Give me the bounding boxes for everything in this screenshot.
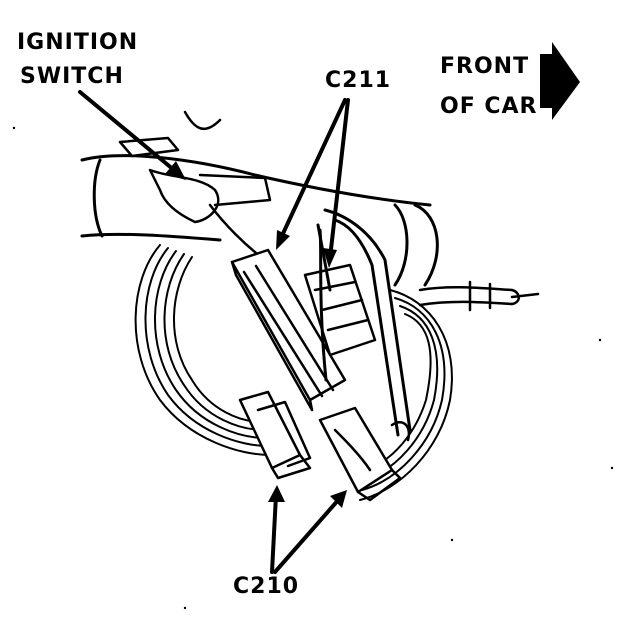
harness-clamp-band [316, 208, 412, 437]
ignition-switch-arrow [78, 90, 182, 177]
ignition-switch-label-line1: IGNITION [17, 30, 139, 55]
front-of-car-arrow-icon [540, 42, 580, 120]
c210-connector-right [318, 406, 411, 502]
c210-label: C210 [233, 574, 300, 599]
c210-arrowhead-left [268, 485, 285, 502]
ignition-switch-label-line2: SWITCH [20, 64, 124, 89]
steering-column-tube [80, 154, 439, 287]
cable-to-front [418, 280, 540, 312]
c211-connector-strip [230, 248, 347, 412]
wire-harness-outer [134, 244, 453, 501]
c210-arrow-left [270, 493, 278, 574]
c211-arrowhead-left [276, 230, 290, 250]
front-of-car-label-line1: FRONT [440, 54, 530, 79]
c211-arrow-right [328, 98, 350, 260]
c211-arrowhead-right [323, 248, 337, 268]
c210-arrow-right [273, 496, 342, 574]
c210-connector-left [238, 390, 312, 480]
c211-arrow-left [278, 98, 347, 242]
ignition-switch-arrowhead [165, 161, 186, 180]
c211-label: C211 [325, 68, 392, 93]
c210-arrowhead-right [330, 490, 347, 508]
c211-connector-block [303, 263, 377, 357]
front-of-car-label-line2: OF CAR [440, 94, 538, 119]
